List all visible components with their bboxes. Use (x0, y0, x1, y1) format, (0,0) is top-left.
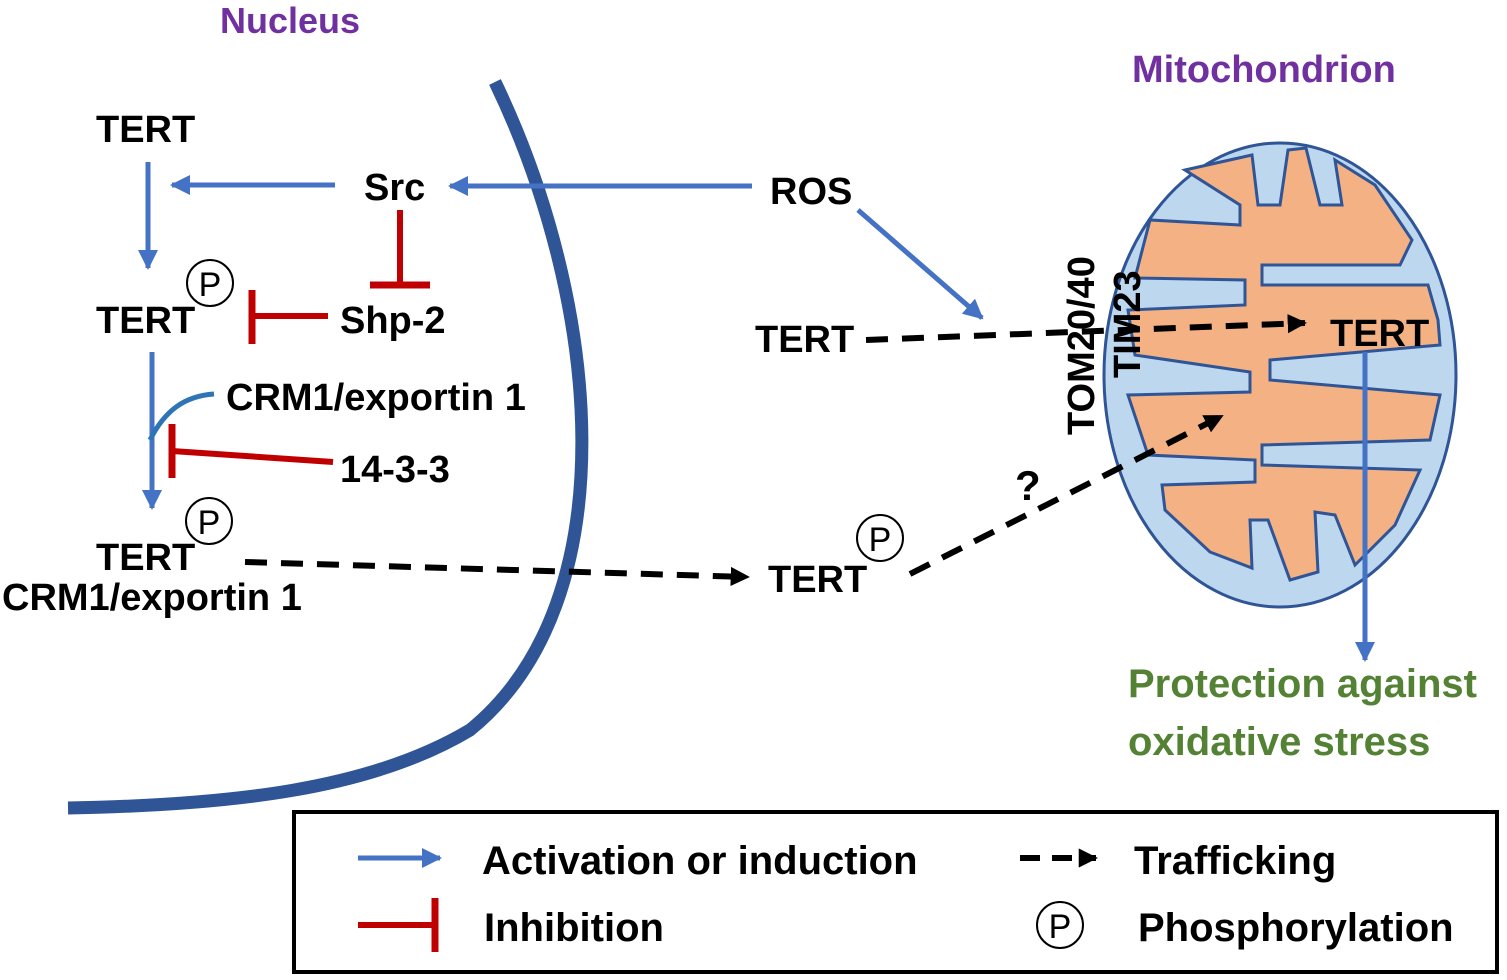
legend-inhibition-label: Inhibition (484, 906, 664, 950)
phospho-symbol-3: P (856, 514, 904, 562)
legend: Activation or induction Inhibition Traff… (292, 810, 1499, 974)
legend-inhibition-symbol (358, 898, 439, 952)
tert-node-cytoplasm: TERT (755, 319, 854, 361)
tert-node-phospho-1: TERT (96, 300, 195, 342)
phospho-symbol-1: P (186, 259, 234, 307)
inhibition-src-shp2 (370, 210, 430, 289)
tert-node-mitochondrion: TERT (1330, 313, 1429, 355)
tert-node-cytoplasm-phospho: TERT (768, 559, 867, 601)
crm1-node-bottom: CRM1/exportin 1 (2, 577, 302, 619)
svg-text:P: P (869, 521, 892, 559)
legend-trafficking-label: Trafficking (1134, 839, 1336, 883)
tert-node-top: TERT (96, 109, 195, 151)
src-node: Src (364, 167, 425, 209)
activation-arrow-ros-to-import (856, 208, 984, 320)
svg-text:P: P (198, 504, 221, 542)
protein-14-3-3-node: 14-3-3 (340, 449, 450, 491)
mitochondrion (1102, 141, 1458, 609)
inhibition-shp2-tert (248, 290, 328, 344)
svg-text:P: P (1049, 908, 1072, 946)
trafficking-arrow-mito-import (865, 314, 1307, 343)
trafficking-arrow-phospho-import (908, 413, 1224, 577)
legend-phosphorylation-label: Phosphorylation (1138, 906, 1454, 950)
ros-node: ROS (770, 171, 852, 213)
nucleus-label: Nucleus (220, 0, 360, 41)
nuclear-membrane (67, 79, 589, 815)
tim23-label: TIM23 (1107, 270, 1149, 378)
inhibition-1433-crm1 (168, 424, 334, 478)
question-mark: ? (1015, 462, 1041, 509)
crm1-binding-curve (147, 391, 215, 442)
mitochondrion-label: Mitochondrion (1132, 49, 1396, 91)
tert-node-phospho-2: TERT (96, 537, 195, 579)
mito-matrix (1125, 146, 1442, 582)
legend-phosphorylation-symbol: P (1036, 901, 1084, 949)
crm1-node-mid: CRM1/exportin 1 (226, 377, 526, 419)
shp2-node: Shp-2 (340, 300, 446, 342)
legend-box (292, 810, 1499, 974)
trafficking-arrow-nuclear-export (244, 559, 750, 587)
svg-text:P: P (199, 266, 222, 304)
outcome-label-line1: Protection against (1128, 662, 1477, 706)
legend-activation-label: Activation or induction (482, 839, 918, 883)
outcome-label-line2: oxidative stress (1128, 720, 1430, 764)
tom20-40-label: TOM20/40 (1061, 256, 1103, 435)
phospho-symbol-2: P (185, 497, 233, 545)
